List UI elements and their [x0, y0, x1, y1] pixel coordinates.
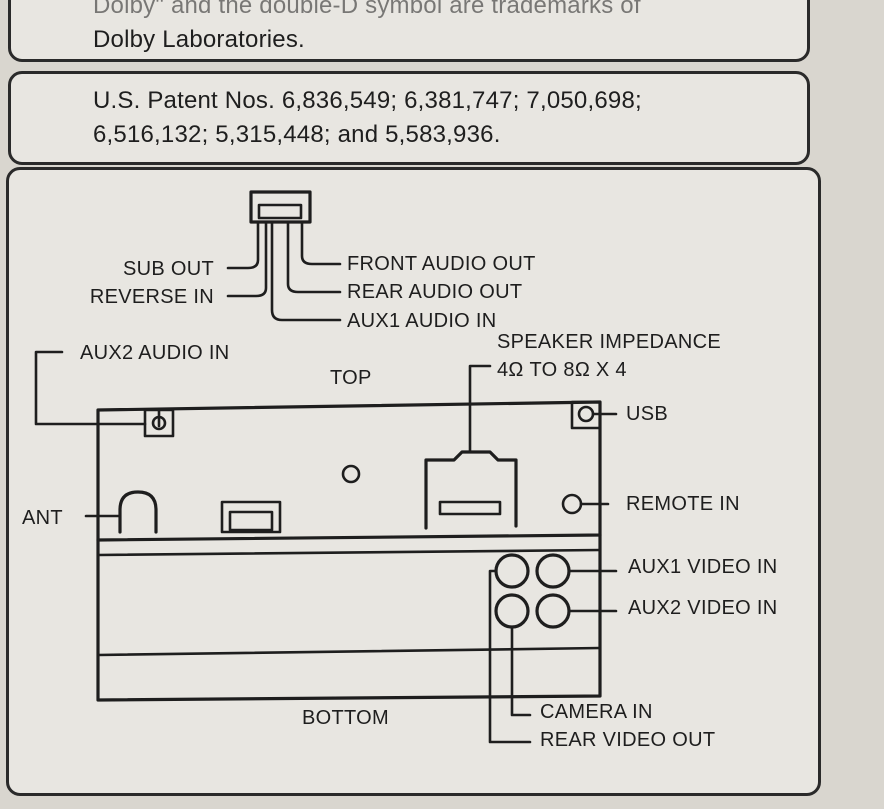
label-speaker-impedance: SPEAKER IMPEDANCE: [497, 331, 721, 353]
label-rear-audio-out: REAR AUDIO OUT: [347, 281, 522, 303]
connection-diagram-box: [6, 167, 821, 796]
label-aux2-audio-in: AUX2 AUDIO IN: [80, 342, 230, 364]
label-camera-in: CAMERA IN: [540, 701, 653, 723]
label-remote-in: REMOTE IN: [626, 493, 740, 515]
patent-notice-box: U.S. Patent Nos. 6,836,549; 6,381,747; 7…: [8, 71, 810, 165]
harness-connector: [226, 190, 342, 322]
aux2-audio-jack: [34, 350, 175, 438]
patent-notice-line1: U.S. Patent Nos. 6,836,549; 6,381,747; 7…: [93, 87, 642, 114]
antenna-connector: [84, 490, 158, 534]
patent-notice-text: U.S. Patent Nos. 6,836,549; 6,381,747; 7…: [93, 84, 642, 152]
usb-port: [570, 400, 618, 430]
label-top: TOP: [330, 367, 372, 389]
label-usb: USB: [626, 403, 668, 425]
label-ant: ANT: [22, 507, 63, 529]
speaker-connector: [424, 364, 518, 530]
harness-port: [220, 500, 282, 534]
center-screw-hole: [341, 464, 361, 484]
label-reverse-in: REVERSE IN: [90, 286, 214, 308]
label-rear-video-out: REAR VIDEO OUT: [540, 729, 715, 751]
dolby-notice-text: Dolby" and the double-D symbol are trade…: [93, 0, 641, 57]
label-bottom: BOTTOM: [302, 707, 389, 729]
label-speaker-impedance-range: 4Ω TO 8Ω X 4: [497, 359, 627, 381]
patent-notice-line2: 6,516,132; 5,315,448; and 5,583,936.: [93, 121, 501, 148]
dolby-notice-line1: Dolby" and the double-D symbol are trade…: [93, 0, 641, 19]
label-aux1-video-in: AUX1 VIDEO IN: [628, 556, 778, 578]
label-aux1-audio-in: AUX1 AUDIO IN: [347, 310, 497, 332]
dolby-notice-box: Dolby" and the double-D symbol are trade…: [8, 0, 810, 62]
rca-jacks: [488, 553, 618, 744]
remote-in-jack: [561, 493, 610, 515]
dolby-notice-line2: Dolby Laboratories.: [93, 26, 305, 53]
head-unit-body: [96, 400, 602, 702]
label-aux2-video-in: AUX2 VIDEO IN: [628, 597, 778, 619]
label-sub-out: SUB OUT: [123, 258, 214, 280]
label-front-audio-out: FRONT AUDIO OUT: [347, 253, 536, 275]
